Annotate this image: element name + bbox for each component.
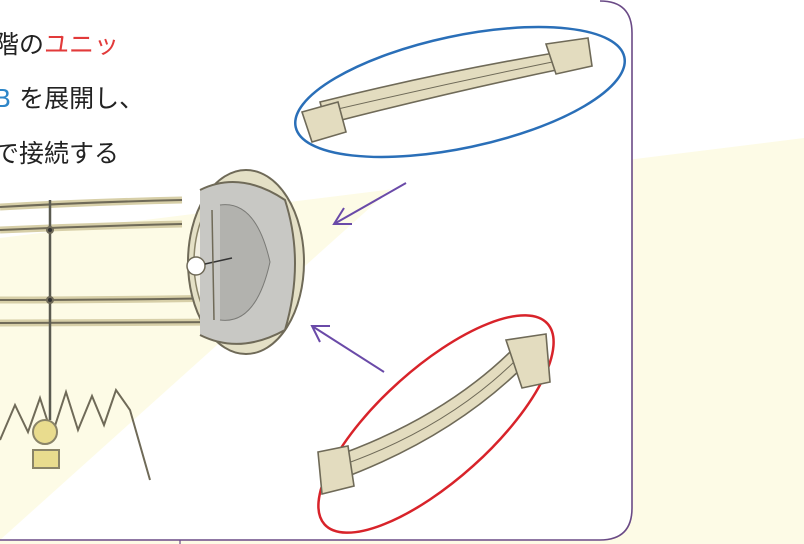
round-hub (187, 170, 304, 354)
arrow-icon (312, 326, 384, 372)
beam-unit-b (287, 282, 585, 544)
beam-unit-a (284, 2, 636, 181)
arrow-icon (334, 183, 406, 224)
